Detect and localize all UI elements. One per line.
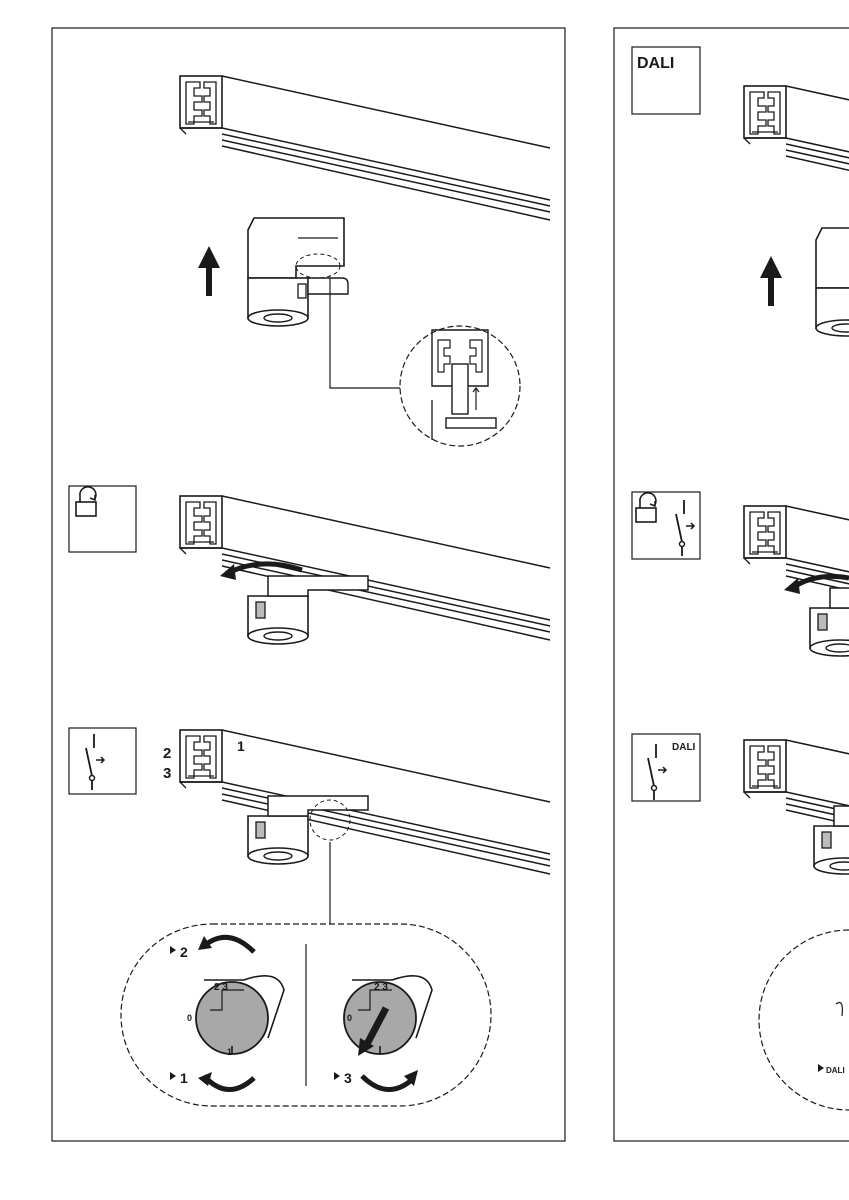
arrow-up-icon <box>198 246 220 296</box>
dial-right-top-numbers: 2 3 <box>374 982 388 993</box>
right-panel-frame <box>613 27 849 1142</box>
phase-number-1: 1 <box>237 738 245 754</box>
right-switch-lock-box <box>631 491 701 560</box>
left-panel-frame <box>51 27 566 1142</box>
step2-adapter <box>247 575 369 645</box>
switch-icon-box <box>68 727 137 795</box>
curved-arrow-icon <box>360 1074 416 1092</box>
right-step1-track <box>743 85 849 231</box>
dali-badge: DALI <box>631 46 701 115</box>
step1-detail-circle <box>399 325 521 447</box>
dial-right-zero: 0 <box>347 1013 352 1023</box>
switch-dali-label: DALI <box>672 742 696 753</box>
setting-label-dali: DALI <box>826 1066 845 1075</box>
rotate-lock-icon-box <box>68 485 137 553</box>
dial-left-top-numbers: 2 3 <box>214 982 228 993</box>
setting-label-2: 2 <box>180 944 188 960</box>
right-switch-dali-box: DALI <box>631 733 701 802</box>
phase-number-3: 3 <box>163 765 171 782</box>
setting-label-3: 3 <box>344 1070 352 1086</box>
dial-left-one: 1 <box>227 1047 232 1057</box>
step1-adapter <box>247 217 349 327</box>
dial-detail-capsule: 2 3 0 1 2 1 2 3 0 3 <box>120 923 492 1107</box>
right-step1-adapter <box>815 227 849 337</box>
right-dial-detail: DALI <box>758 929 849 1111</box>
arrow-up-icon <box>760 256 782 306</box>
right-step3-adapter <box>813 805 849 875</box>
dial-left-zero: 0 <box>187 1013 192 1023</box>
svg-text:DALI: DALI <box>637 55 674 72</box>
setting-label-1: 1 <box>180 1070 188 1086</box>
phase-number-2: 2 <box>163 745 171 762</box>
step3-adapter <box>247 795 369 865</box>
step1-track <box>179 75 551 221</box>
right-step2-adapter <box>809 587 849 657</box>
pointer-arrow-icon <box>362 1006 390 1048</box>
